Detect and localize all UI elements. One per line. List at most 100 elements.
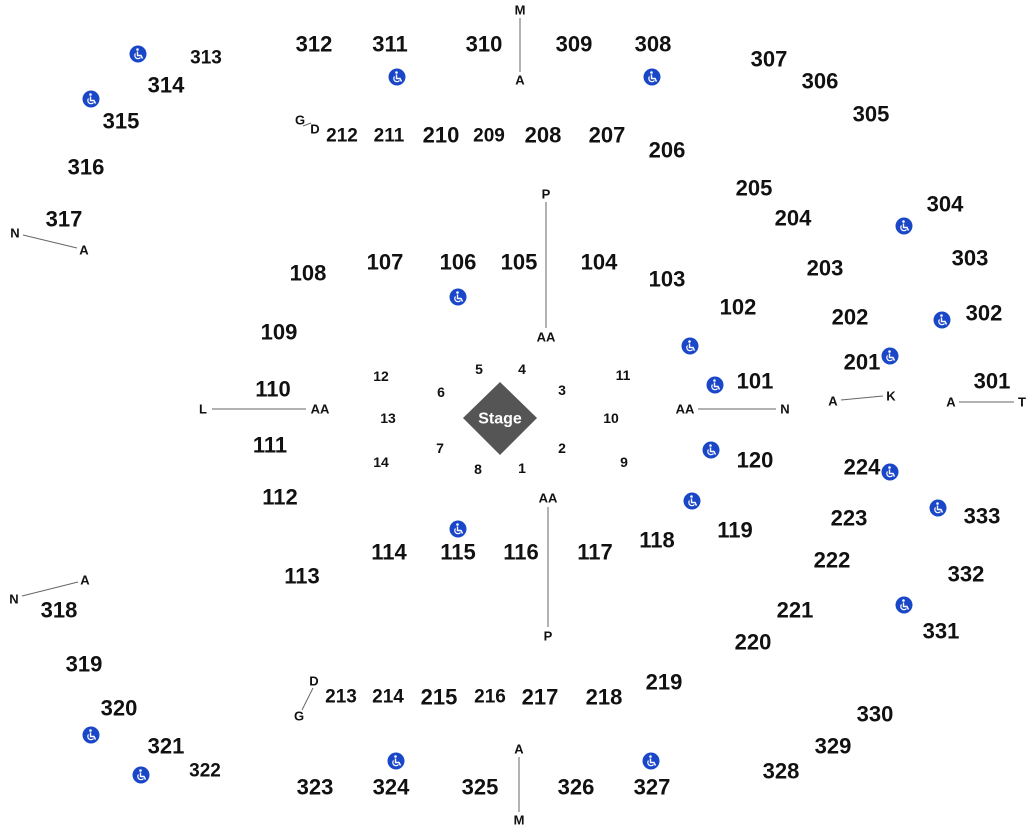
section-215[interactable]: 215 xyxy=(421,685,458,710)
section-331[interactable]: 331 xyxy=(923,619,960,644)
section-317[interactable]: 317 xyxy=(46,207,83,232)
section-327[interactable]: 327 xyxy=(634,775,671,800)
section-303[interactable]: 303 xyxy=(952,246,989,271)
wheelchair-icon xyxy=(449,520,467,538)
section-203[interactable]: 203 xyxy=(807,256,844,281)
section-108[interactable]: 108 xyxy=(290,261,327,286)
section-111[interactable]: 111 xyxy=(253,433,287,458)
section-114[interactable]: 114 xyxy=(371,540,407,565)
section-218[interactable]: 218 xyxy=(586,685,623,710)
section-318[interactable]: 318 xyxy=(41,598,78,623)
wheelchair-icon xyxy=(895,217,913,235)
row-label: AA xyxy=(539,491,558,506)
section-102[interactable]: 102 xyxy=(720,295,757,320)
section-106[interactable]: 106 xyxy=(440,250,477,275)
section-204[interactable]: 204 xyxy=(775,206,812,231)
stage[interactable]: Stage xyxy=(463,382,537,455)
section-305[interactable]: 305 xyxy=(853,102,890,127)
section-333[interactable]: 333 xyxy=(964,504,1001,529)
section-315[interactable]: 315 xyxy=(103,109,140,134)
section-214[interactable]: 214 xyxy=(372,687,404,708)
section-322[interactable]: 322 xyxy=(189,761,221,782)
section-118[interactable]: 118 xyxy=(639,528,675,553)
section-213[interactable]: 213 xyxy=(325,687,357,708)
section-310[interactable]: 310 xyxy=(466,32,503,57)
section-323[interactable]: 323 xyxy=(297,775,334,800)
section-320[interactable]: 320 xyxy=(101,696,138,721)
section-329[interactable]: 329 xyxy=(815,734,852,759)
floor-section-11[interactable]: 11 xyxy=(616,367,631,383)
section-207[interactable]: 207 xyxy=(589,123,626,148)
section-312[interactable]: 312 xyxy=(296,32,333,57)
section-307[interactable]: 307 xyxy=(751,47,788,72)
floor-section-8[interactable]: 8 xyxy=(474,461,482,477)
section-107[interactable]: 107 xyxy=(367,250,404,275)
section-302[interactable]: 302 xyxy=(966,301,1003,326)
section-202[interactable]: 202 xyxy=(832,305,869,330)
section-212[interactable]: 212 xyxy=(326,126,358,147)
section-105[interactable]: 105 xyxy=(501,250,538,275)
floor-section-10[interactable]: 10 xyxy=(603,410,619,426)
section-217[interactable]: 217 xyxy=(522,685,559,710)
section-306[interactable]: 306 xyxy=(802,69,839,94)
floor-section-7[interactable]: 7 xyxy=(436,440,444,456)
floor-section-14[interactable]: 14 xyxy=(373,454,389,470)
section-113[interactable]: 113 xyxy=(284,564,320,589)
section-309[interactable]: 309 xyxy=(556,32,593,57)
section-325[interactable]: 325 xyxy=(462,775,499,800)
section-219[interactable]: 219 xyxy=(646,670,683,695)
section-110[interactable]: 110 xyxy=(255,377,291,402)
section-104[interactable]: 104 xyxy=(581,250,618,275)
section-321[interactable]: 321 xyxy=(148,734,185,759)
section-316[interactable]: 316 xyxy=(68,155,105,180)
section-205[interactable]: 205 xyxy=(736,176,773,201)
section-328[interactable]: 328 xyxy=(763,759,800,784)
section-216[interactable]: 216 xyxy=(474,687,506,708)
section-311[interactable]: 311 xyxy=(372,32,408,57)
section-332[interactable]: 332 xyxy=(948,562,985,587)
floor-section-5[interactable]: 5 xyxy=(475,361,483,377)
floor-section-12[interactable]: 12 xyxy=(373,368,389,384)
section-120[interactable]: 120 xyxy=(737,448,774,473)
section-220[interactable]: 220 xyxy=(735,630,772,655)
section-112[interactable]: 112 xyxy=(262,485,298,510)
floor-section-1[interactable]: 1 xyxy=(518,460,526,476)
section-301[interactable]: 301 xyxy=(974,369,1011,394)
section-117[interactable]: 117 xyxy=(577,540,613,565)
floor-section-13[interactable]: 13 xyxy=(380,410,396,426)
floor-section-2[interactable]: 2 xyxy=(558,440,566,456)
section-211[interactable]: 211 xyxy=(374,126,405,147)
section-206[interactable]: 206 xyxy=(649,138,686,163)
section-119[interactable]: 119 xyxy=(717,518,753,543)
floor-section-3[interactable]: 3 xyxy=(558,382,566,398)
section-209[interactable]: 209 xyxy=(473,126,505,147)
section-222[interactable]: 222 xyxy=(814,548,851,573)
section-115[interactable]: 115 xyxy=(440,540,476,565)
section-304[interactable]: 304 xyxy=(927,192,964,217)
section-221[interactable]: 221 xyxy=(777,598,814,623)
section-201[interactable]: 201 xyxy=(844,350,881,375)
row-label: G xyxy=(294,709,304,724)
floor-section-4[interactable]: 4 xyxy=(518,361,526,377)
section-330[interactable]: 330 xyxy=(857,702,894,727)
section-326[interactable]: 326 xyxy=(558,775,595,800)
section-210[interactable]: 210 xyxy=(423,123,460,148)
section-308[interactable]: 308 xyxy=(635,32,672,57)
section-224[interactable]: 224 xyxy=(844,455,881,480)
section-314[interactable]: 314 xyxy=(148,73,185,98)
floor-section-9[interactable]: 9 xyxy=(620,454,628,470)
section-109[interactable]: 109 xyxy=(261,320,298,345)
floor-section-6[interactable]: 6 xyxy=(437,384,445,400)
section-103[interactable]: 103 xyxy=(649,267,686,292)
section-116[interactable]: 116 xyxy=(503,540,539,565)
section-101[interactable]: 101 xyxy=(737,369,774,394)
wheelchair-icon xyxy=(388,68,406,86)
row-label: A xyxy=(946,395,956,410)
section-223[interactable]: 223 xyxy=(831,506,868,531)
section-319[interactable]: 319 xyxy=(66,652,103,677)
section-324[interactable]: 324 xyxy=(373,775,410,800)
section-313[interactable]: 313 xyxy=(190,48,222,69)
section-208[interactable]: 208 xyxy=(525,123,562,148)
